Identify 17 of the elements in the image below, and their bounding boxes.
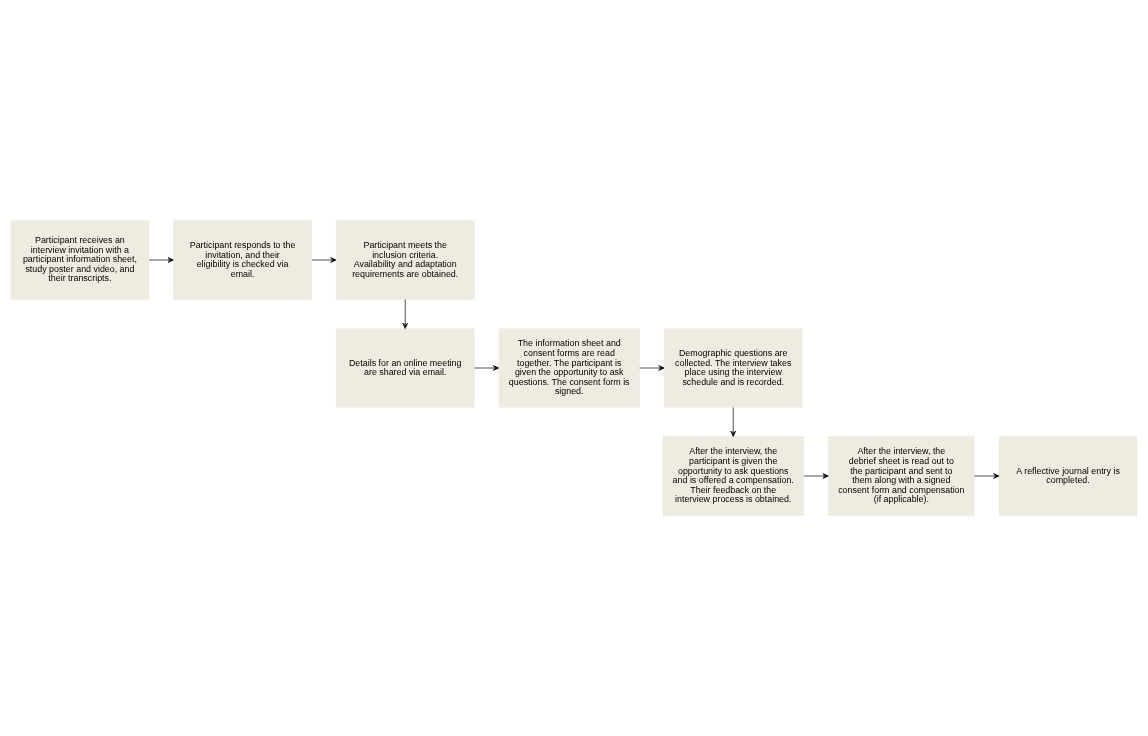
arrow: [730, 407, 737, 437]
node-box: Participant responds to the invitation, and their eligibility is checked via email.: [173, 220, 312, 300]
arrow: [148, 257, 174, 263]
node-box: Details for an online meeting are shared via email.: [335, 328, 475, 408]
node-box: After the interview, the debrief sheet is read out to the participant and sent to them along with a signed consent form and compensation (if applicable).: [828, 436, 975, 516]
arrow: [311, 257, 337, 263]
node-box: The information sheet and consent forms are read together. The participant is given the opportunity to ask questions. The consent form is signed.: [498, 328, 640, 408]
arrow: [973, 473, 1000, 479]
node-box: Participant receives an interview invitation with a participant information sheet, study poster and video, and their transcripts.: [10, 220, 150, 300]
arrow: [474, 365, 499, 371]
arrow: [803, 473, 829, 479]
node-box: Participant meets the inclusion criteria. Availability and adaptation requirements are obtained.: [335, 220, 475, 300]
node-box: After the interview, the participant is given the opportunity to ask questions and is offered a compensation. Their feedback on the interview process is obtained.: [662, 436, 804, 516]
arrow: [402, 299, 408, 329]
node-box: A reflective journal entry is completed.: [998, 436, 1138, 516]
node-box: Demographic questions are collected. The interview takes place using the interview schedule and is recorded.: [663, 328, 803, 408]
arrow: [639, 365, 665, 371]
